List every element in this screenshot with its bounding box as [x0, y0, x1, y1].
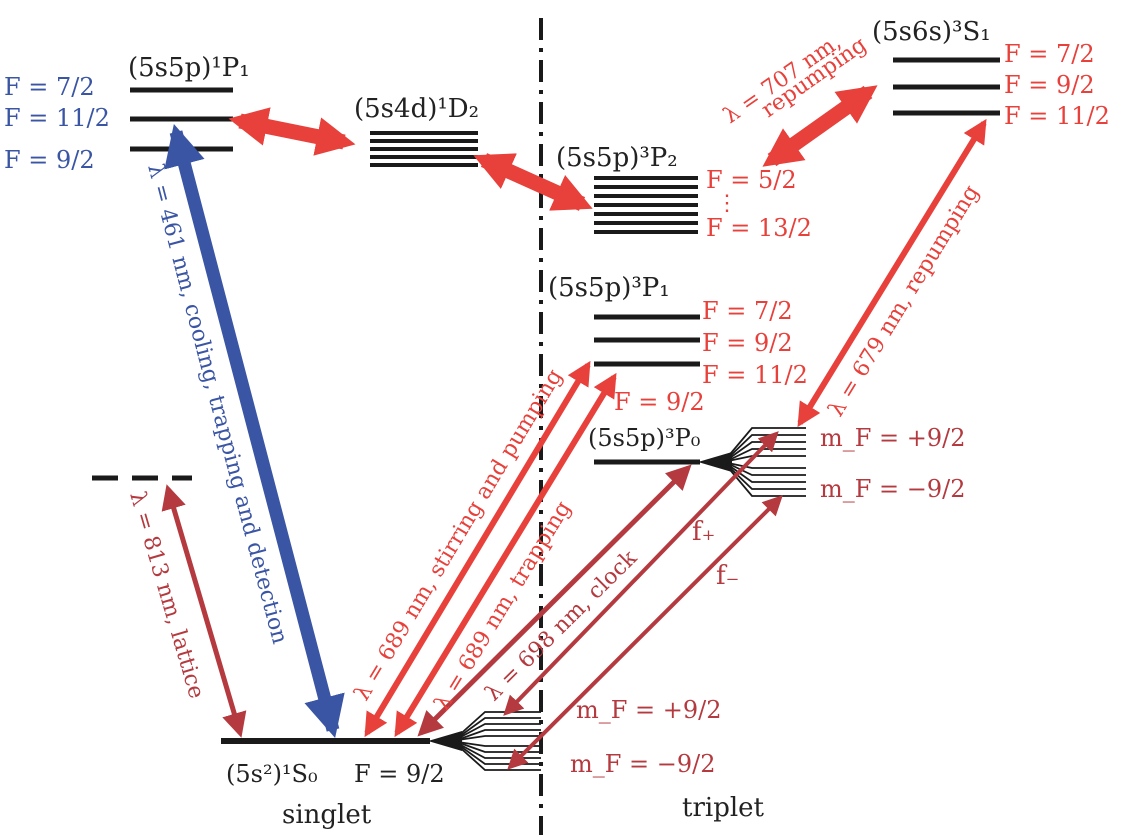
level-d2	[370, 131, 478, 167]
level-p1-triplet	[594, 314, 700, 367]
f-label-p2-5-2: F = 5/2	[706, 166, 797, 194]
f-label-s1-9-2: F = 9/2	[1004, 71, 1095, 99]
state-label-s0: (5s²)¹S₀	[226, 760, 318, 788]
f-label-s1-11-2: F = 11/2	[1004, 102, 1110, 130]
transition-label-f-plus: f₊	[692, 517, 715, 547]
f-label-s0: F = 9/2	[354, 760, 445, 788]
level-p2-triplet	[594, 176, 698, 234]
mf-label-p0-top: m_F = +9/2	[820, 424, 966, 452]
state-label-d2: (5s4d)¹D₂	[354, 94, 479, 124]
f-label-p1-triplet-11-2: F = 11/2	[702, 361, 808, 389]
arrow-f-minus	[507, 495, 783, 770]
f-label-s1-7-2: F = 7/2	[1004, 40, 1095, 68]
f-label-p1-triplet-9-2: F = 9/2	[702, 329, 793, 357]
zeeman-fan-p0	[698, 427, 806, 497]
state-label-p0-triplet: (5s5p)³P₀	[588, 424, 700, 452]
arrow-813nm	[161, 484, 247, 738]
f-label-p1-singlet-7-2: F = 7/2	[4, 73, 95, 101]
transition-label-679nm: λ = 679 nm, repumping	[824, 181, 985, 421]
f-label-p1-triplet-7-2: F = 7/2	[702, 297, 793, 325]
section-label-singlet: singlet	[282, 800, 372, 830]
mf-label-s0-bottom: m_F = −9/2	[570, 750, 716, 778]
section-label-triplet: triplet	[682, 793, 765, 823]
arrow-679nm	[797, 118, 987, 428]
zeeman-fan-s0	[428, 711, 541, 771]
state-label-p1-singlet: (5s5p)¹P₁	[128, 53, 250, 83]
state-label-p2-triplet: (5s5p)³P₂	[556, 143, 678, 173]
arrow-p1-to-d2	[228, 107, 356, 156]
mf-label-p0-bottom: m_F = −9/2	[820, 475, 966, 503]
transition-label-813nm: λ = 813 nm, lattice	[124, 489, 209, 702]
state-label-s1-triplet: (5s6s)³S₁	[872, 17, 991, 47]
transition-label-f-minus: f₋	[716, 561, 739, 591]
mf-label-s0-top: m_F = +9/2	[576, 696, 722, 724]
f-label-p2-13-2: F = 13/2	[706, 214, 812, 242]
f-label-p1-singlet-11-2: F = 11/2	[4, 104, 110, 132]
f-label-p1-singlet-9-2: F = 9/2	[4, 146, 95, 174]
state-label-p1-triplet: (5s5p)³P₁	[548, 273, 670, 303]
arrow-461nm	[164, 123, 345, 739]
level-s1-triplet	[893, 57, 1000, 116]
f-label-pumping-target: F = 9/2	[614, 388, 705, 416]
f-label-p2-ellipsis: ⋮	[716, 191, 738, 216]
arrow-d2-to-p2	[473, 153, 593, 211]
